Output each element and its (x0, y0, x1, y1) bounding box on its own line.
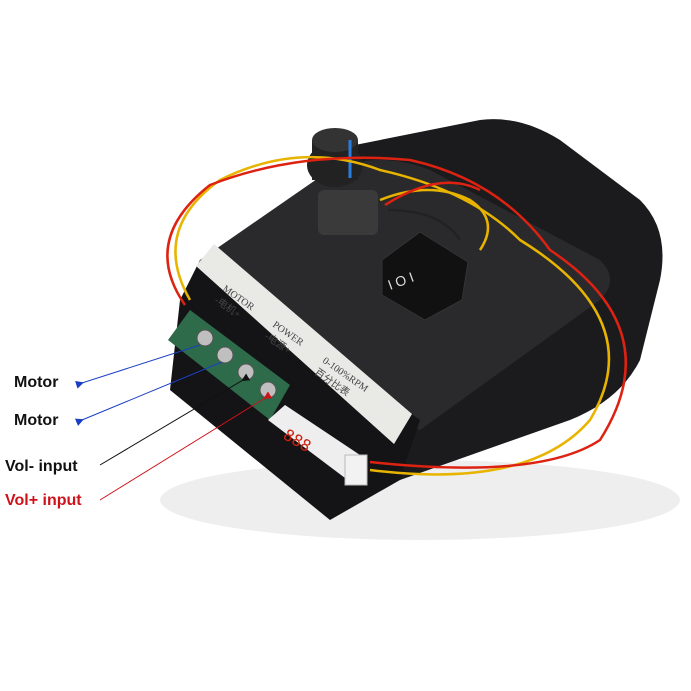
knob-top (312, 128, 358, 152)
terminal-screw (259, 381, 277, 399)
wires (166, 155, 628, 476)
callout-motor-1: Motor (14, 374, 59, 391)
arrow-vol-plus (99, 391, 273, 501)
label-strip (196, 244, 412, 444)
callout-vol-minus: Vol- input (5, 458, 78, 475)
terminal-screw (237, 363, 255, 381)
arrow-motor-1 (75, 344, 201, 389)
rocker-switch[interactable] (381, 231, 469, 321)
display-bezel (268, 405, 360, 478)
potentiometer (318, 190, 378, 235)
callout-motor-2: Motor (14, 412, 59, 429)
connector (344, 454, 368, 486)
terminal-screw (196, 329, 214, 347)
callout-vol-plus: Vol+ input (5, 492, 82, 509)
arrow-motor-2 (74, 361, 223, 426)
arrow-vol-minus (99, 373, 251, 466)
terminal-screw (216, 346, 234, 364)
terminal-block (196, 329, 277, 399)
